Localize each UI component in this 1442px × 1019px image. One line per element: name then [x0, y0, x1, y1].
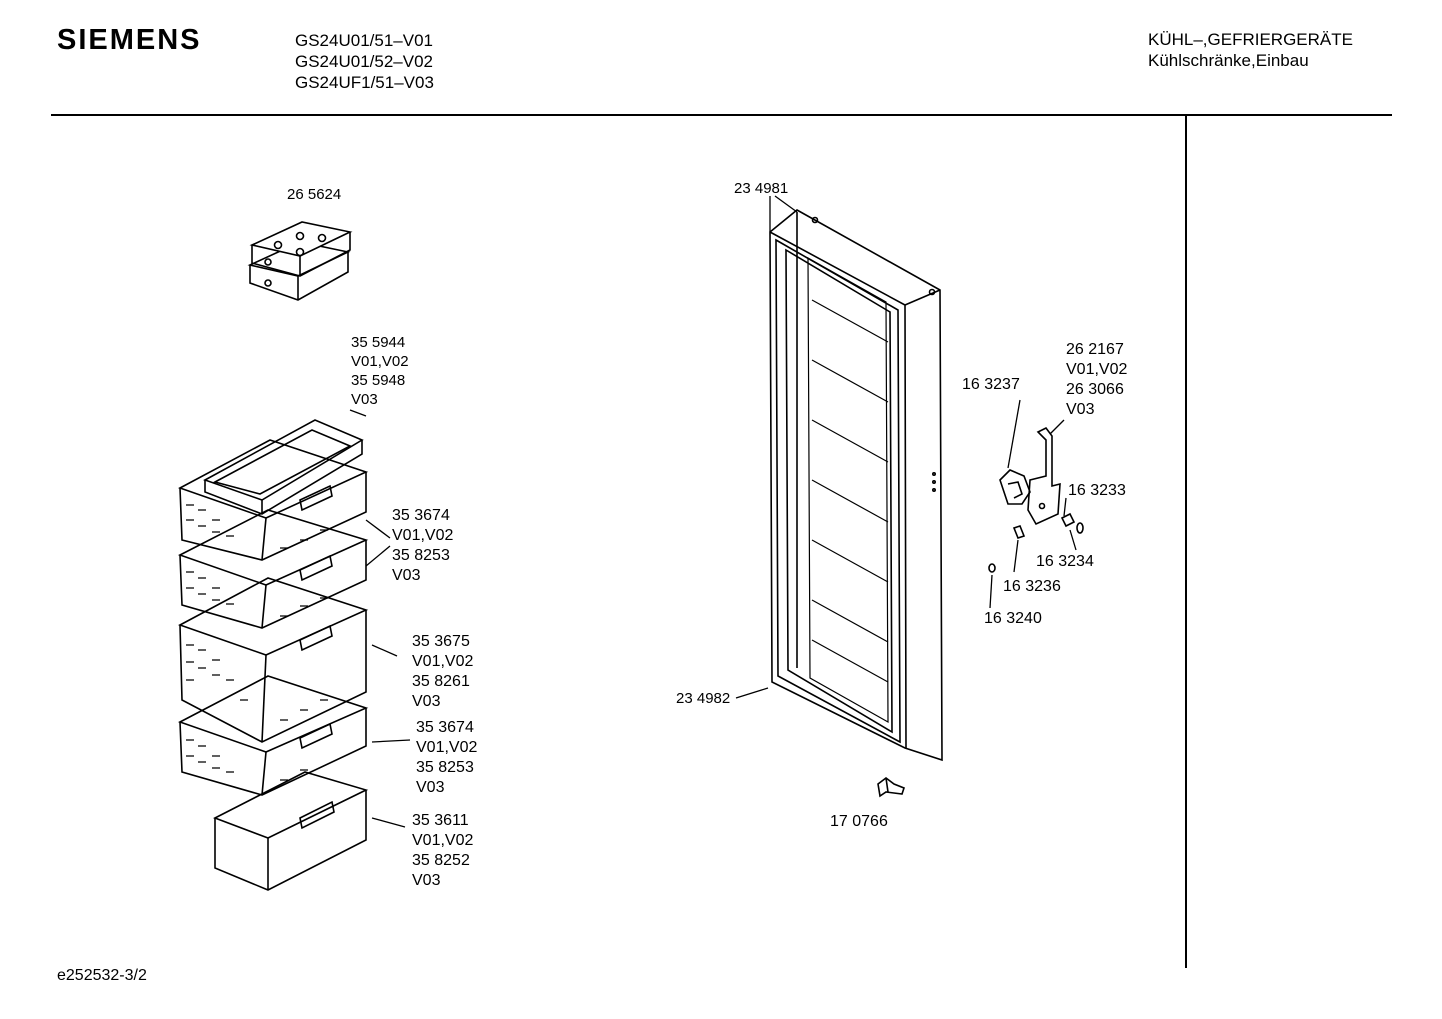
variant: V01,V02 [412, 653, 474, 670]
part-number: 16 3234 [1036, 553, 1094, 570]
variant: V03 [1066, 401, 1095, 418]
part-number: 16 3236 [1003, 578, 1061, 595]
variant: V01,V02 [392, 527, 454, 544]
basket-stack-drawing [177, 439, 369, 891]
label-washer: 16 3240 [984, 609, 1042, 629]
label-screw-a: 16 3233 [1068, 481, 1126, 501]
variant: V03 [412, 872, 441, 889]
leader-lines [349, 195, 1077, 828]
model-1: GS24U01/51–V01 [295, 31, 433, 50]
part-number: 35 3675 [412, 633, 470, 650]
side-divider [1185, 116, 1187, 968]
part-number: 26 2167 [1066, 341, 1124, 358]
variant: V01,V02 [416, 739, 478, 756]
part-number: 35 8261 [412, 673, 470, 690]
ice-pack-drawing [247, 221, 353, 301]
part-number: 26 3066 [1066, 381, 1124, 398]
part-number: 16 3233 [1068, 482, 1126, 499]
model-2: GS24U01/52–V02 [295, 52, 433, 71]
variant: V03 [412, 693, 441, 710]
model-3: GS24UF1/51–V03 [295, 73, 434, 92]
label-door-stop: 17 0766 [830, 812, 888, 832]
label-door-outer: 23 4981 [734, 179, 788, 198]
label-hinge-bracket: 26 2167 V01,V02 26 3066 V03 [1066, 340, 1127, 420]
door-shelf-lines [811, 299, 889, 683]
part-number: 35 8253 [392, 547, 450, 564]
part-number: 35 5944 [351, 334, 406, 351]
label-door-gasket: 23 4982 [676, 689, 730, 708]
part-number: 35 3674 [392, 507, 450, 524]
variant: V03 [392, 567, 421, 584]
document-id: e252532-3/2 [57, 967, 147, 984]
part-number: 35 8252 [412, 852, 470, 869]
part-number: 23 4981 [734, 180, 789, 197]
part-number: 23 4982 [676, 690, 731, 707]
part-number: 26 5624 [287, 186, 342, 203]
variant: V01,V02 [412, 832, 474, 849]
label-drawer-bottom: 35 3611 V01,V02 35 8252 V03 [412, 811, 473, 891]
part-number: 17 0766 [830, 813, 888, 830]
label-basket-large: 35 3675 V01,V02 35 8261 V03 [412, 632, 473, 712]
hinge-assembly-drawing [988, 426, 1084, 573]
label-screw-b: 16 3234 [1036, 552, 1094, 572]
label-basket-1: 35 3674 V01,V02 35 8253 V03 [392, 506, 453, 586]
category-title: KÜHL–,GEFRIERGERÄTE Kühlschränke,Einbau [1148, 29, 1353, 71]
variant: V03 [416, 779, 445, 796]
variant: V01,V02 [1066, 361, 1128, 378]
door-stop-drawing [877, 777, 905, 798]
label-screw-c: 16 3236 [1003, 577, 1061, 597]
category-line-2: Kühlschränke,Einbau [1148, 51, 1309, 70]
door-drawing [769, 209, 943, 762]
top-tray-drawing [203, 419, 364, 515]
part-number: 35 5948 [351, 372, 406, 389]
part-number: 16 3240 [984, 610, 1042, 627]
part-number: 35 3611 [412, 812, 469, 829]
variant: V03 [351, 391, 378, 408]
model-list: GS24U01/51–V01 GS24U01/52–V02 GS24UF1/51… [295, 30, 434, 93]
category-line-1: KÜHL–,GEFRIERGERÄTE [1148, 30, 1353, 49]
brand-logo: SIEMENS [57, 24, 202, 56]
header-divider [51, 114, 1392, 116]
part-number: 35 8253 [416, 759, 474, 776]
label-hinge-part-a: 16 3237 [962, 375, 1020, 395]
variant: V01,V02 [351, 353, 409, 370]
label-ice-pack: 26 5624 [287, 185, 341, 204]
label-top-tray: 35 5944 V01,V02 35 5948 V03 [351, 333, 409, 409]
part-number: 35 3674 [416, 719, 474, 736]
part-number: 16 3237 [962, 376, 1020, 393]
label-basket-2: 35 3674 V01,V02 35 8253 V03 [416, 718, 477, 798]
